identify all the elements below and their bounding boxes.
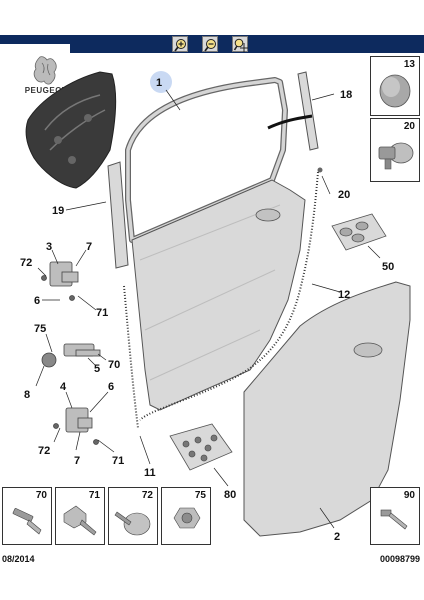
callout-1: 1 bbox=[156, 77, 162, 89]
callout-6b: 6 bbox=[108, 381, 114, 393]
zoom-toolbar bbox=[0, 35, 424, 53]
door-check bbox=[41, 343, 101, 368]
box-number: 75 bbox=[194, 490, 206, 501]
peugeot-logo bbox=[12, 55, 82, 95]
pillar-trim bbox=[107, 161, 129, 269]
screw-icon bbox=[63, 505, 97, 536]
fastener-box-72: 72 bbox=[108, 487, 158, 545]
callout-7b: 7 bbox=[74, 455, 80, 467]
callout-8: 8 bbox=[24, 389, 30, 401]
callout-5: 5 bbox=[94, 363, 100, 375]
zoom-in-button[interactable] bbox=[172, 36, 188, 52]
callout-72a: 72 bbox=[20, 257, 32, 269]
flange-screw-icon bbox=[114, 511, 151, 536]
callout-6a: 6 bbox=[34, 295, 40, 307]
callout-71a: 71 bbox=[96, 307, 108, 319]
box-number: 13 bbox=[403, 59, 415, 70]
diagram-date: 08/2014 bbox=[2, 554, 35, 564]
callout-80: 80 bbox=[224, 489, 236, 501]
pan-zoom-icon bbox=[233, 38, 248, 52]
rear-trim bbox=[297, 71, 319, 151]
callout-3: 3 bbox=[46, 241, 52, 253]
door-seal bbox=[139, 171, 319, 421]
lion-emblem-icon bbox=[33, 56, 57, 85]
fastener-box-90: 90 bbox=[370, 487, 420, 545]
sound-pad bbox=[331, 213, 387, 251]
callout-75: 75 bbox=[34, 323, 46, 335]
nut-icon bbox=[173, 507, 201, 529]
clip-kit bbox=[169, 423, 233, 471]
box-number: 71 bbox=[88, 490, 100, 501]
highlight-badge bbox=[150, 71, 172, 93]
zoom-in-icon bbox=[174, 39, 186, 52]
pan-zoom-button[interactable] bbox=[232, 36, 248, 52]
upper-hinge bbox=[41, 261, 79, 301]
callout-72b: 72 bbox=[38, 445, 50, 457]
toolbar-tab bbox=[0, 44, 70, 53]
callout-50: 50 bbox=[382, 261, 394, 273]
diagram-reference: 00098799 bbox=[379, 554, 420, 564]
box-number: 90 bbox=[403, 490, 415, 501]
callout-4: 4 bbox=[60, 381, 67, 393]
box-number: 70 bbox=[35, 490, 47, 501]
box-number: 20 bbox=[403, 121, 415, 132]
fastener-box-71: 71 bbox=[55, 487, 105, 545]
inner-door-panel bbox=[131, 179, 306, 411]
clip-icon bbox=[378, 142, 414, 170]
rivet-icon bbox=[380, 509, 408, 530]
callout-7a: 7 bbox=[86, 241, 92, 253]
fastener-box-75: 75 bbox=[161, 487, 211, 545]
lower-hinge bbox=[53, 407, 99, 445]
callout-19: 19 bbox=[52, 205, 64, 217]
box-number: 72 bbox=[141, 490, 153, 501]
callout-12: 12 bbox=[338, 289, 350, 301]
callout-20: 20 bbox=[338, 189, 350, 201]
part-box-13: 13 bbox=[370, 56, 420, 116]
zoom-out-button[interactable] bbox=[202, 36, 218, 52]
callout-70: 70 bbox=[108, 359, 120, 371]
brand-name: PEUGEOT bbox=[24, 86, 68, 95]
callout-11: 11 bbox=[144, 467, 156, 479]
callout-2: 2 bbox=[334, 531, 340, 543]
window-regulator bbox=[25, 71, 117, 189]
callout-18: 18 bbox=[340, 89, 352, 101]
part-box-20: 20 bbox=[370, 118, 420, 182]
plug-icon bbox=[379, 74, 411, 108]
fastener-box-70: 70 bbox=[2, 487, 52, 545]
callout-71b: 71 bbox=[112, 455, 124, 467]
zoom-out-icon bbox=[204, 39, 216, 52]
bolt-icon bbox=[12, 508, 42, 535]
